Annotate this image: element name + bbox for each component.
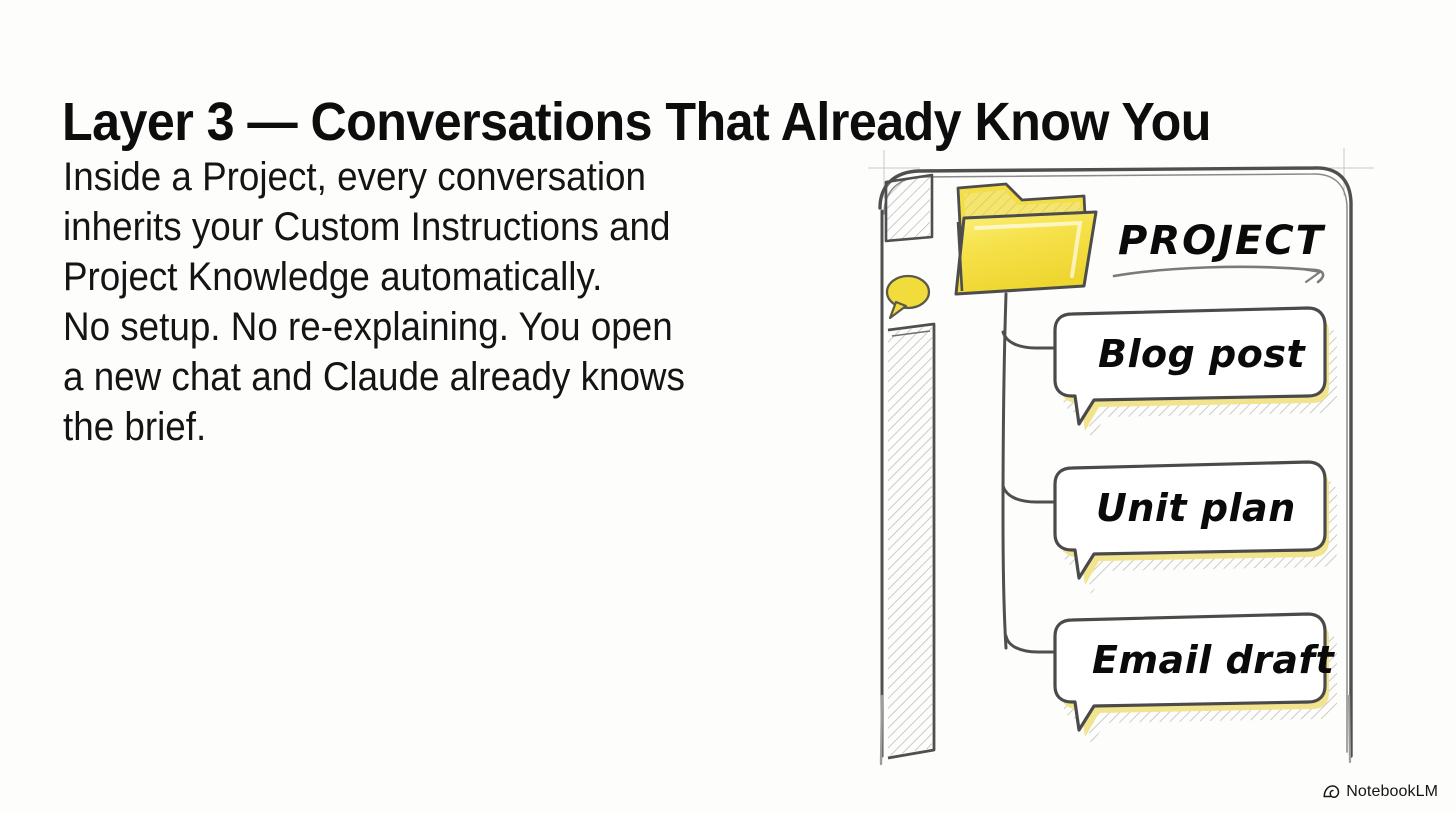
body-line-1: Inside a Project, every conversation bbox=[63, 155, 646, 199]
bubble-label-unit-plan: Unit plan bbox=[1096, 486, 1296, 530]
body-line-5: a new chat and Claude already knows bbox=[63, 355, 685, 399]
speech-bubble-unit-plan[interactable]: Unit plan bbox=[1053, 460, 1337, 595]
watermark-label: NotebookLM bbox=[1346, 783, 1438, 800]
bubble-label-email-draft: Email draft bbox=[1092, 638, 1336, 682]
project-label: PROJECT bbox=[1118, 218, 1326, 264]
folder-icon bbox=[954, 182, 1098, 296]
chat-bubble-icon bbox=[885, 274, 931, 320]
body-line-6: the brief. bbox=[63, 405, 207, 449]
connector-lines bbox=[1001, 292, 1064, 654]
body-line-3: Project Knowledge automatically. bbox=[63, 255, 603, 299]
window-frame bbox=[878, 166, 1353, 766]
crop-marks bbox=[868, 148, 1374, 198]
notebooklm-watermark: NotebookLM bbox=[1322, 783, 1438, 801]
sketch-sidebar bbox=[884, 173, 936, 760]
project-sketch-illustration: PROJECT bbox=[846, 136, 1391, 796]
speech-bubble-email-draft[interactable]: Email draft bbox=[1053, 612, 1337, 747]
project-label-group: PROJECT bbox=[1112, 218, 1326, 284]
speech-bubble-blog-post[interactable]: Blog post bbox=[1053, 306, 1337, 441]
page-title: Layer 3 — Conversations That Already Kno… bbox=[62, 92, 1211, 153]
body-line-2: inherits your Custom Instructions and bbox=[63, 205, 671, 249]
body-paragraph: Inside a Project, every conversation inh… bbox=[63, 152, 707, 452]
notebooklm-spiral-icon bbox=[1323, 785, 1340, 799]
body-line-4: No setup. No re-explaining. You open bbox=[63, 305, 673, 349]
bubble-label-blog-post: Blog post bbox=[1098, 332, 1306, 376]
